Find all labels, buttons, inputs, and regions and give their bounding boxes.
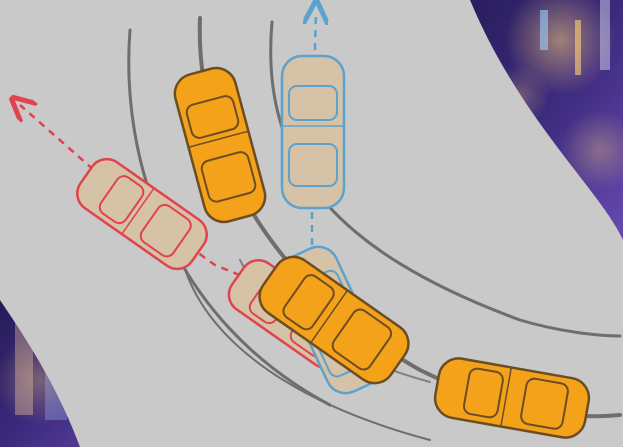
car-icon <box>282 56 344 208</box>
